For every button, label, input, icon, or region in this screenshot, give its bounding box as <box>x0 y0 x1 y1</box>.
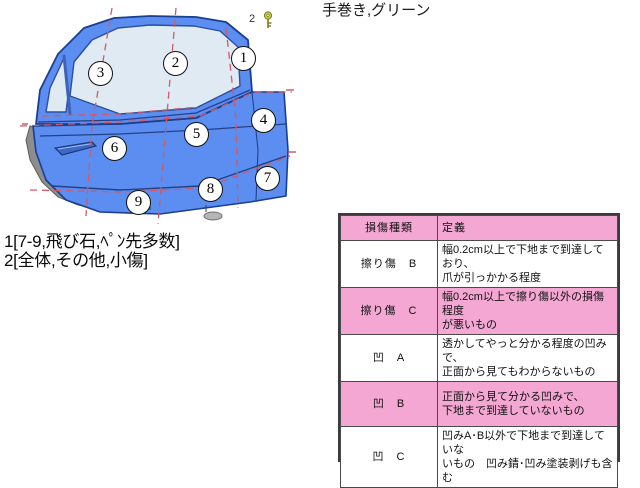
table-row: 擦り傷 C 幅0.2cm以上で擦り傷以外の損傷程度 が悪いもの <box>340 287 618 335</box>
anchor-ticks <box>22 89 296 153</box>
legend-definition-line: いもの 凹み錆･凹み塗装剥げも含む <box>442 458 613 484</box>
dash-horizontal-lower <box>29 155 291 193</box>
damage-notes: 1[7-9,飛び石,ﾍﾟﾝ先多数] 2[全体,その他,小傷] <box>4 232 180 270</box>
door-handle <box>53 141 98 156</box>
legend-header-row: 損傷種類 定義 <box>340 215 618 241</box>
character-line-upper <box>39 123 287 137</box>
legend-definition-line: 下地まで到達していないもの <box>442 405 585 417</box>
damage-note-line-2: 2[全体,その他,小傷] <box>4 251 148 270</box>
table-row: 凹 A 透かしてやっと分かる程度の凹みで、 正面から見てもわからないもの <box>340 334 618 382</box>
zone-marker-8[interactable]: 8 <box>198 177 223 202</box>
dash-vertical-right <box>225 27 239 209</box>
legend-definition-line: 凹みA･B以外で下地まで到達していな <box>442 430 605 456</box>
zone-marker-5[interactable]: 5 <box>184 122 209 147</box>
zone-marker-6[interactable]: 6 <box>102 136 127 161</box>
legend-definition-line: 幅0.2cm以上で擦り傷以外の損傷程度 <box>442 291 604 317</box>
legend-row-type-label: 擦り傷 C <box>360 305 418 317</box>
legend-definition-line: 幅0.2cm以上で下地まで到達しており、 <box>442 244 604 270</box>
legend-row-definition: 透かしてやっと分かる程度の凹みで、 正面から見てもわからないもの <box>437 334 618 382</box>
legend-row-type: 凹 C <box>340 426 438 488</box>
legend-definition-line: が悪いもの <box>442 319 497 331</box>
legend-header-type: 損傷種類 <box>340 215 438 241</box>
zone-marker-7[interactable]: 7 <box>255 166 280 191</box>
trim-color-caption: 手巻き,グリーン <box>322 2 431 19</box>
legend-row-type-label: 凹 C <box>372 451 406 463</box>
dash-vertical-left <box>85 7 113 217</box>
legend-row-type: 擦り傷 C <box>340 287 438 335</box>
legend-row-type: 凹 A <box>340 334 438 382</box>
zone-marker-9[interactable]: 9 <box>126 190 151 215</box>
legend-row-type: 凹 B <box>340 381 438 427</box>
zone-marker-2[interactable]: 2 <box>163 51 188 76</box>
zone-marker-3[interactable]: 3 <box>88 61 113 86</box>
window-division-bar <box>62 54 72 116</box>
table-row: 凹 B 正面から見て分かる凹みで、 下地まで到達していないもの <box>340 381 618 427</box>
table-row: 擦り傷 B 幅0.2cm以上で下地まで到達しており、 爪が引っかかる程度 <box>340 240 618 288</box>
legend-row-type-label: 擦り傷 B <box>360 258 418 270</box>
legend-definition-line: 正面から見てもわからないもの <box>442 366 596 378</box>
legend-row-type: 擦り傷 B <box>340 240 438 288</box>
belt-line <box>37 89 251 123</box>
dash-horizontal-upper <box>19 91 292 127</box>
door-handle-highlight <box>57 143 91 150</box>
legend-row-definition: 幅0.2cm以上で擦り傷以外の損傷程度 が悪いもの <box>437 287 618 335</box>
legend-row-definition: 凹みA･B以外で下地まで到達していな いもの 凹み錆･凹み塗装剥げも含む <box>437 426 618 488</box>
key-cylinder <box>203 211 223 221</box>
legend-header-definition: 定義 <box>437 215 618 241</box>
car-rear-door-diagram: 1 2 3 4 5 6 7 8 9 <box>0 0 320 235</box>
table-row: 凹 C 凹みA･B以外で下地まで到達していな いもの 凹み錆･凹み塗装剥げも含む <box>340 426 618 488</box>
legend-row-type-label: 凹 B <box>372 398 406 410</box>
dash-horizontal-belt <box>41 106 199 117</box>
legend-definition-line: 爪が引っかかる程度 <box>442 272 541 284</box>
zone-marker-1[interactable]: 1 <box>231 46 256 71</box>
legend-definition-line: 透かしてやっと分かる程度の凹みで、 <box>442 338 607 364</box>
regulator-marker-number: 2 <box>249 13 256 25</box>
legend-row-definition: 正面から見て分かる凹みで、 下地まで到達していないもの <box>437 381 618 427</box>
damage-legend-table: 損傷種類 定義 擦り傷 B 幅0.2cm以上で下地まで到達しており、 爪が引っか… <box>338 213 620 488</box>
legend-table-head: 損傷種類 定義 <box>340 215 618 241</box>
key-icon <box>263 11 273 28</box>
zone-marker-4[interactable]: 4 <box>251 108 276 133</box>
legend-table: 損傷種類 定義 擦り傷 B 幅0.2cm以上で下地まで到達しており、 爪が引っか… <box>340 215 618 488</box>
legend-definition-line: 正面から見て分かる凹みで、 <box>442 391 585 403</box>
legend-row-type-label: 凹 A <box>372 352 406 364</box>
rocker-split-line <box>51 155 287 191</box>
legend-table-body: 擦り傷 B 幅0.2cm以上で下地まで到達しており、 爪が引っかかる程度 擦り傷… <box>340 240 618 488</box>
dash-vertical-mid <box>157 7 177 225</box>
main-window-glass <box>69 24 241 115</box>
legend-row-definition: 幅0.2cm以上で下地まで到達しており、 爪が引っかかる程度 <box>437 240 618 288</box>
door-illustration-svg <box>19 7 296 225</box>
zone-dashed-lines <box>19 7 292 225</box>
damage-note-line-1: 1[7-9,飛び石,ﾍﾟﾝ先多数] <box>4 232 180 251</box>
